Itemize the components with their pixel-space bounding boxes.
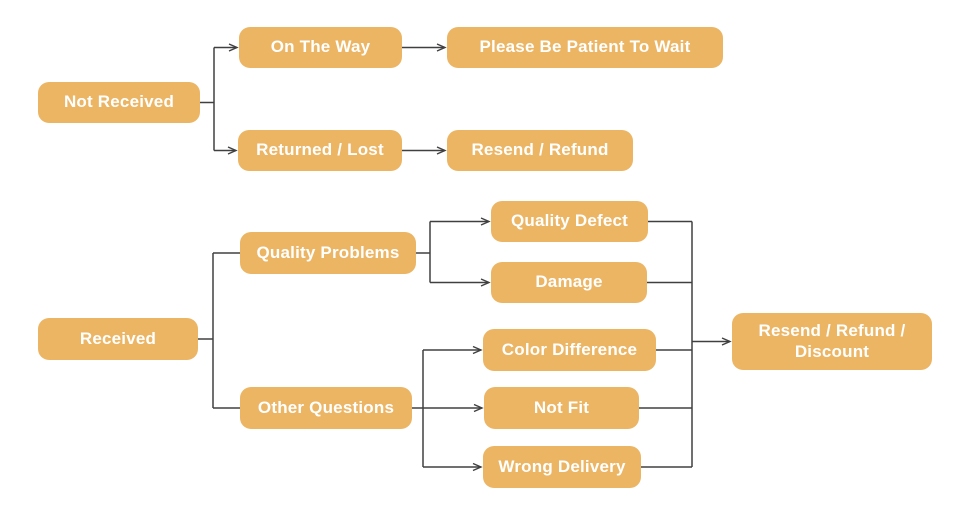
node-please-be-patient-to-wait: Please Be Patient To Wait — [447, 27, 723, 68]
node-other-questions: Other Questions — [240, 387, 412, 429]
edge-quality-problems-split — [416, 221, 431, 283]
node-not-fit: Not Fit — [484, 387, 639, 429]
node-wrong-delivery: Wrong Delivery — [483, 446, 641, 488]
node-color-difference: Color Difference — [483, 329, 656, 371]
node-not-received: Not Received — [38, 82, 200, 123]
node-damage: Damage — [491, 262, 647, 303]
node-returned-lost: Returned / Lost — [238, 130, 402, 171]
node-quality-defect: Quality Defect — [491, 201, 648, 242]
node-resend-refund-discount: Resend / Refund / Discount — [732, 313, 932, 370]
node-resend-refund: Resend / Refund — [447, 130, 633, 171]
edge-merge-bracket — [639, 220, 693, 468]
node-quality-problems: Quality Problems — [240, 232, 416, 274]
edge-received-split — [198, 252, 240, 409]
edge-not-received-split — [200, 47, 215, 151]
node-on-the-way: On The Way — [239, 27, 402, 68]
node-received: Received — [38, 318, 198, 360]
